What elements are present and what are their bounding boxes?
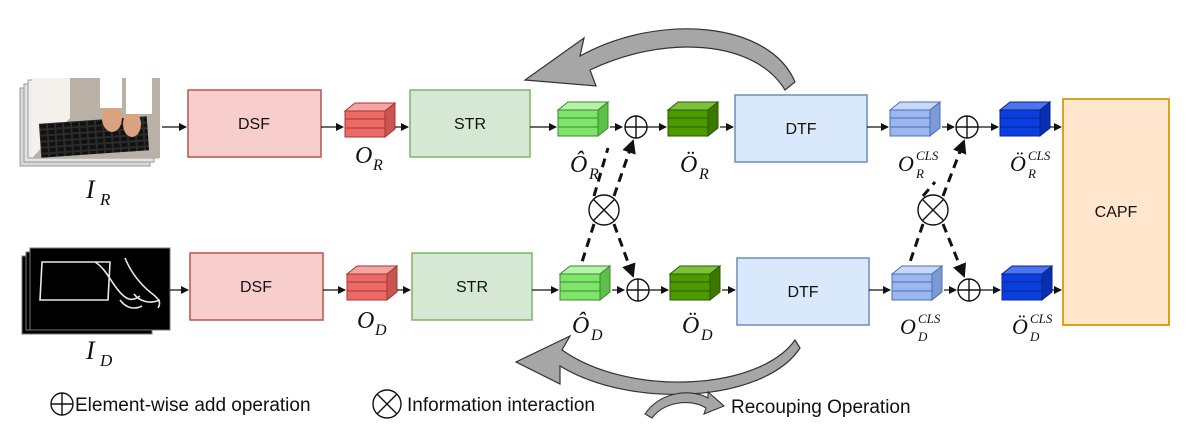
label-ocls-d: O CLS D — [900, 311, 941, 344]
label-oddcls-d: Ö CLS D — [1012, 311, 1053, 344]
svg-text:Ö: Ö — [682, 313, 699, 339]
label-ohat-d: Ô D — [572, 312, 603, 344]
svg-text:O: O — [355, 143, 372, 169]
str-label-bottom: STR — [456, 279, 488, 296]
recoupling-arrow-top — [523, 28, 796, 91]
dashed-arrow-left-down — [612, 223, 636, 278]
str-box-bottom — [411, 252, 533, 321]
interaction-legend-icon — [372, 389, 402, 419]
feature-cube-ocls-d — [890, 264, 944, 302]
depth-input-image — [21, 247, 171, 335]
svg-text:R: R — [1027, 166, 1036, 181]
dsf-box-top — [187, 89, 322, 158]
dashed-link-left-bottom — [580, 223, 596, 263]
add-op-top-right — [955, 115, 979, 139]
dashed-link-right-top — [921, 181, 937, 197]
dashed-arrow-left-up — [612, 139, 636, 197]
add-op-bottom-left — [626, 278, 650, 302]
legend: Element-wise add operation Information i… — [50, 389, 911, 419]
svg-text:O: O — [900, 314, 916, 339]
label-odd-r: Ö R — [680, 152, 709, 183]
dsf-box-bottom — [189, 252, 324, 321]
capf-label: CAPF — [1095, 204, 1138, 221]
interaction-op-right — [917, 194, 949, 226]
feature-cube-oddcls-d — [1000, 264, 1054, 302]
feature-cube-odd-r — [666, 100, 720, 138]
label-o-r: O R — [355, 143, 383, 174]
rgb-input-image — [19, 78, 160, 167]
label-ocls-r: O CLS R — [898, 148, 939, 181]
feature-cube-ohat-d — [558, 264, 612, 302]
dtf-box-bottom — [736, 257, 870, 326]
dtf-label-bottom: DTF — [787, 284, 818, 301]
svg-text:Ô: Ô — [570, 151, 587, 178]
svg-text:CLS: CLS — [1030, 311, 1053, 326]
svg-text:R: R — [588, 166, 599, 183]
svg-text:D: D — [700, 327, 713, 344]
dashed-link-left-top — [592, 147, 610, 197]
svg-text:R: R — [915, 166, 924, 181]
legend-interaction-text: Information interaction — [407, 395, 595, 416]
dashed-arrow-right-down — [941, 223, 966, 278]
svg-text:CLS: CLS — [1028, 148, 1051, 163]
label-ohat-r: Ô R — [570, 151, 599, 183]
svg-text:D: D — [917, 329, 928, 344]
feature-cube-oddcls-r — [998, 100, 1052, 138]
feature-cube-ocls-r — [888, 100, 942, 138]
add-op-top-left — [624, 115, 648, 139]
rgb-input-label: I R — [85, 175, 111, 209]
feature-cube-ohat-r — [556, 100, 610, 138]
rgb-input-base: I — [85, 175, 96, 204]
depth-input-sub: D — [99, 351, 113, 370]
svg-text:Ö: Ö — [680, 152, 697, 178]
legend-add-text: Element-wise add operation — [75, 395, 311, 416]
add-op-bottom-right — [957, 278, 981, 302]
svg-text:D: D — [374, 322, 387, 339]
dsf-label-bottom: DSF — [240, 279, 272, 296]
svg-text:O: O — [898, 151, 914, 176]
dtf-box-top — [734, 94, 868, 163]
svg-text:R: R — [698, 166, 709, 183]
svg-text:Ö: Ö — [1010, 151, 1026, 176]
svg-text:CLS: CLS — [918, 311, 941, 326]
feature-cube-o-r — [343, 101, 397, 139]
svg-text:Ö: Ö — [1012, 314, 1028, 339]
svg-text:Ô: Ô — [572, 312, 589, 339]
svg-text:D: D — [590, 327, 603, 344]
feature-cube-odd-d — [668, 264, 722, 302]
str-label-top: STR — [454, 116, 486, 133]
dtf-label-top: DTF — [785, 121, 816, 138]
str-box-top — [409, 89, 531, 158]
svg-text:O: O — [357, 308, 374, 334]
label-oddcls-r: Ö CLS R — [1010, 148, 1051, 181]
dashed-link-right-bottom — [908, 223, 925, 263]
interaction-op-left — [588, 194, 620, 226]
dashed-arrow-right-up — [941, 139, 967, 197]
recoupling-arrow-bottom — [514, 334, 801, 395]
dsf-label-top: DSF — [238, 116, 270, 133]
rgb-input-sub: R — [99, 190, 111, 209]
recoupling-legend-icon — [644, 390, 726, 419]
label-odd-d: Ö D — [682, 313, 713, 344]
capf-box — [1062, 98, 1170, 326]
depth-input-label: I D — [85, 336, 113, 370]
feature-cube-o-d — [345, 264, 399, 302]
add-legend-icon — [50, 392, 74, 416]
svg-text:R: R — [372, 157, 383, 174]
svg-text:CLS: CLS — [916, 148, 939, 163]
label-o-d: O D — [357, 308, 387, 339]
svg-text:D: D — [1029, 329, 1040, 344]
legend-recoupling-text: Recouping Operation — [731, 397, 911, 418]
depth-input-base: I — [85, 336, 96, 365]
